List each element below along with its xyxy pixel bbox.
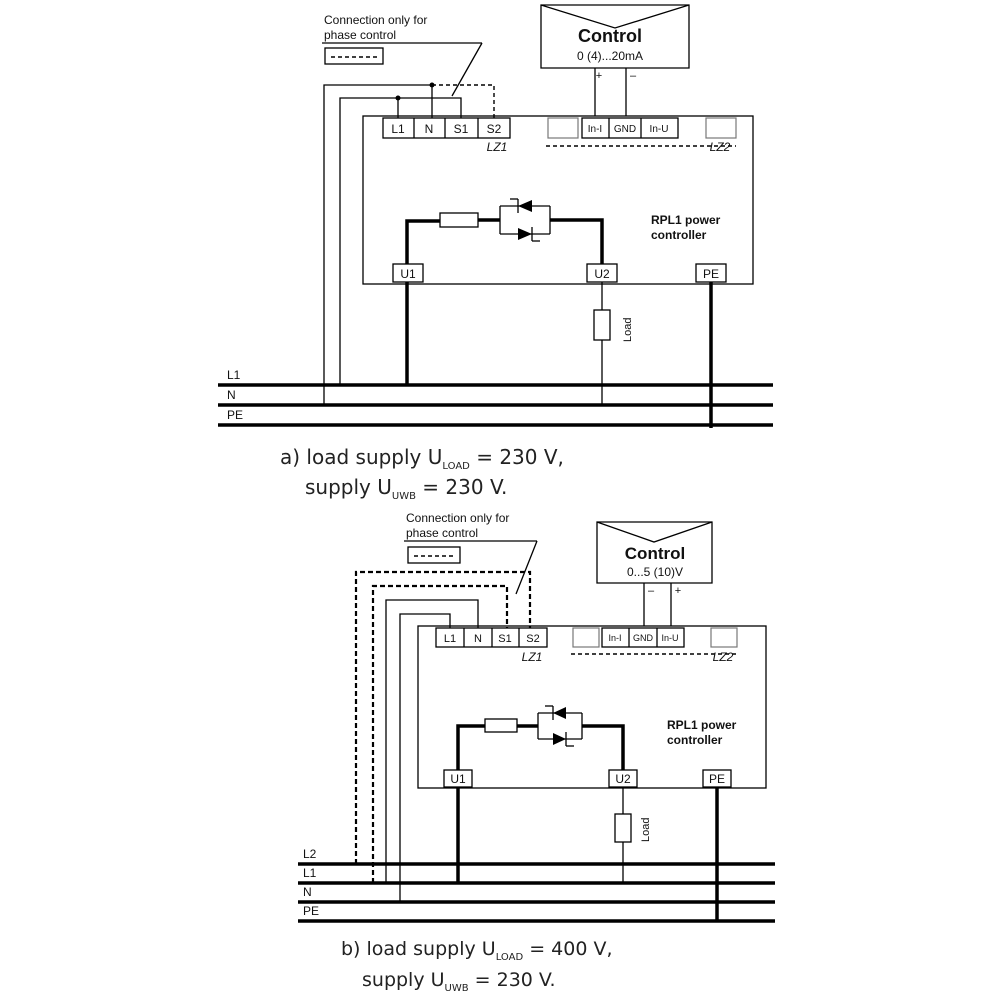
terminal-in-i: In-I: [588, 124, 602, 135]
load-label: Load: [640, 818, 652, 842]
control-box-fold: [596, 521, 713, 543]
bus-label-pe: PE: [227, 408, 243, 422]
terminal-pe-label: PE: [703, 267, 719, 281]
control-range: 0...5 (10)V: [627, 565, 683, 579]
s2-dashed-jumper: [432, 84, 495, 118]
polarity-left: –: [648, 585, 655, 597]
terminal-block-control: [601, 627, 685, 648]
note-leader-d: [515, 540, 538, 595]
bus-label-n: N: [227, 388, 236, 402]
terminal-u1-label: U1: [450, 772, 466, 786]
lz2-label: LZ2: [710, 140, 731, 154]
controller-housing: [362, 115, 754, 285]
terminal-u2-label: U2: [615, 772, 631, 786]
control-box: [540, 4, 690, 69]
control-box: [596, 521, 713, 584]
spare-terminal-left: [572, 627, 600, 648]
control-range: 0 (4)...20mA: [577, 49, 643, 63]
terminal-l1: L1: [391, 122, 405, 136]
device-line1: RPL1 power: [651, 213, 721, 227]
fuse: [439, 212, 479, 228]
bus-label-n: N: [303, 885, 312, 899]
control-title: Control: [625, 544, 685, 563]
control-box-fold: [540, 4, 690, 29]
terminal-gnd: GND: [614, 124, 636, 135]
terminal-n: N: [474, 633, 482, 645]
polarity-right: +: [675, 585, 681, 597]
terminal-gnd: GND: [633, 633, 654, 643]
internal-wire-left: [456, 724, 485, 770]
note-line1: Connection only for: [406, 511, 509, 525]
terminal-in-u: In-U: [661, 633, 678, 643]
internal-wire-right: [582, 724, 625, 770]
bus-label-pe: PE: [303, 904, 319, 918]
load-label: Load: [622, 318, 634, 342]
polarity-right: –: [630, 70, 637, 82]
l1-supply-wire: [385, 599, 479, 883]
internal-wire-left: [405, 219, 440, 264]
polarity-left: +: [596, 70, 602, 82]
l1-dashed-wire: [371, 584, 509, 883]
diagram-b: Connection only for phase control Contro…: [298, 511, 775, 994]
dashed-legend-box: [407, 546, 461, 564]
caption-b-line2: supply UUWB = 230 V.: [362, 969, 556, 994]
terminal-s2: S2: [487, 122, 502, 136]
terminal-s1: S1: [498, 633, 511, 645]
device-line2: controller: [651, 228, 707, 242]
terminal-in-i: In-I: [608, 633, 621, 643]
controller-housing: [417, 625, 767, 789]
caption-a-line1: a) load supply ULOAD = 230 V,: [280, 445, 564, 472]
internal-wire-right: [550, 218, 604, 264]
s1-jumper: [398, 97, 462, 118]
terminal-s2: S2: [526, 633, 539, 645]
terminal-s1: S1: [454, 122, 469, 136]
l2-dashed-wire: [354, 570, 532, 864]
n-supply-wire: [323, 84, 433, 405]
terminal-n: N: [425, 122, 434, 136]
bus-label-l1: L1: [303, 866, 317, 880]
terminal-in-u: In-U: [650, 124, 669, 135]
load-resistor: [614, 813, 632, 843]
terminal-u1-label: U1: [400, 267, 416, 281]
caption-b-line1: b) load supply ULOAD = 400 V,: [341, 938, 613, 963]
lz1-label: LZ1: [522, 650, 543, 664]
terminal-block-control: [581, 117, 679, 139]
device-line1: RPL1 power: [667, 718, 737, 732]
terminal-pe-label: PE: [709, 772, 725, 786]
note-line2: phase control: [406, 526, 478, 540]
lz1-label: LZ1: [487, 140, 508, 154]
dashed-legend-box: [324, 47, 384, 65]
spare-terminal-left: [547, 117, 579, 139]
fuse: [484, 718, 518, 733]
device-line2: controller: [667, 733, 723, 747]
n-supply-wire: [399, 613, 451, 902]
spare-terminal-right: [705, 117, 737, 139]
caption-a-line2: supply UUWB = 230 V.: [305, 475, 507, 502]
l1-supply-wire: [339, 97, 399, 385]
note-leader-d: [451, 42, 483, 97]
bus-label-l1: L1: [227, 368, 241, 382]
terminal-l1: L1: [444, 633, 456, 645]
note-line2: phase control: [324, 28, 396, 42]
spare-terminal-right: [710, 627, 738, 648]
diagram-a: Connection only for phase control Contro…: [218, 4, 773, 502]
load-resistor: [593, 309, 611, 341]
lz2-label: LZ2: [713, 650, 734, 664]
bus-label-l2: L2: [303, 847, 317, 861]
note-line1: Connection only for: [324, 13, 427, 27]
control-title: Control: [578, 26, 642, 46]
terminal-u2-label: U2: [594, 267, 610, 281]
